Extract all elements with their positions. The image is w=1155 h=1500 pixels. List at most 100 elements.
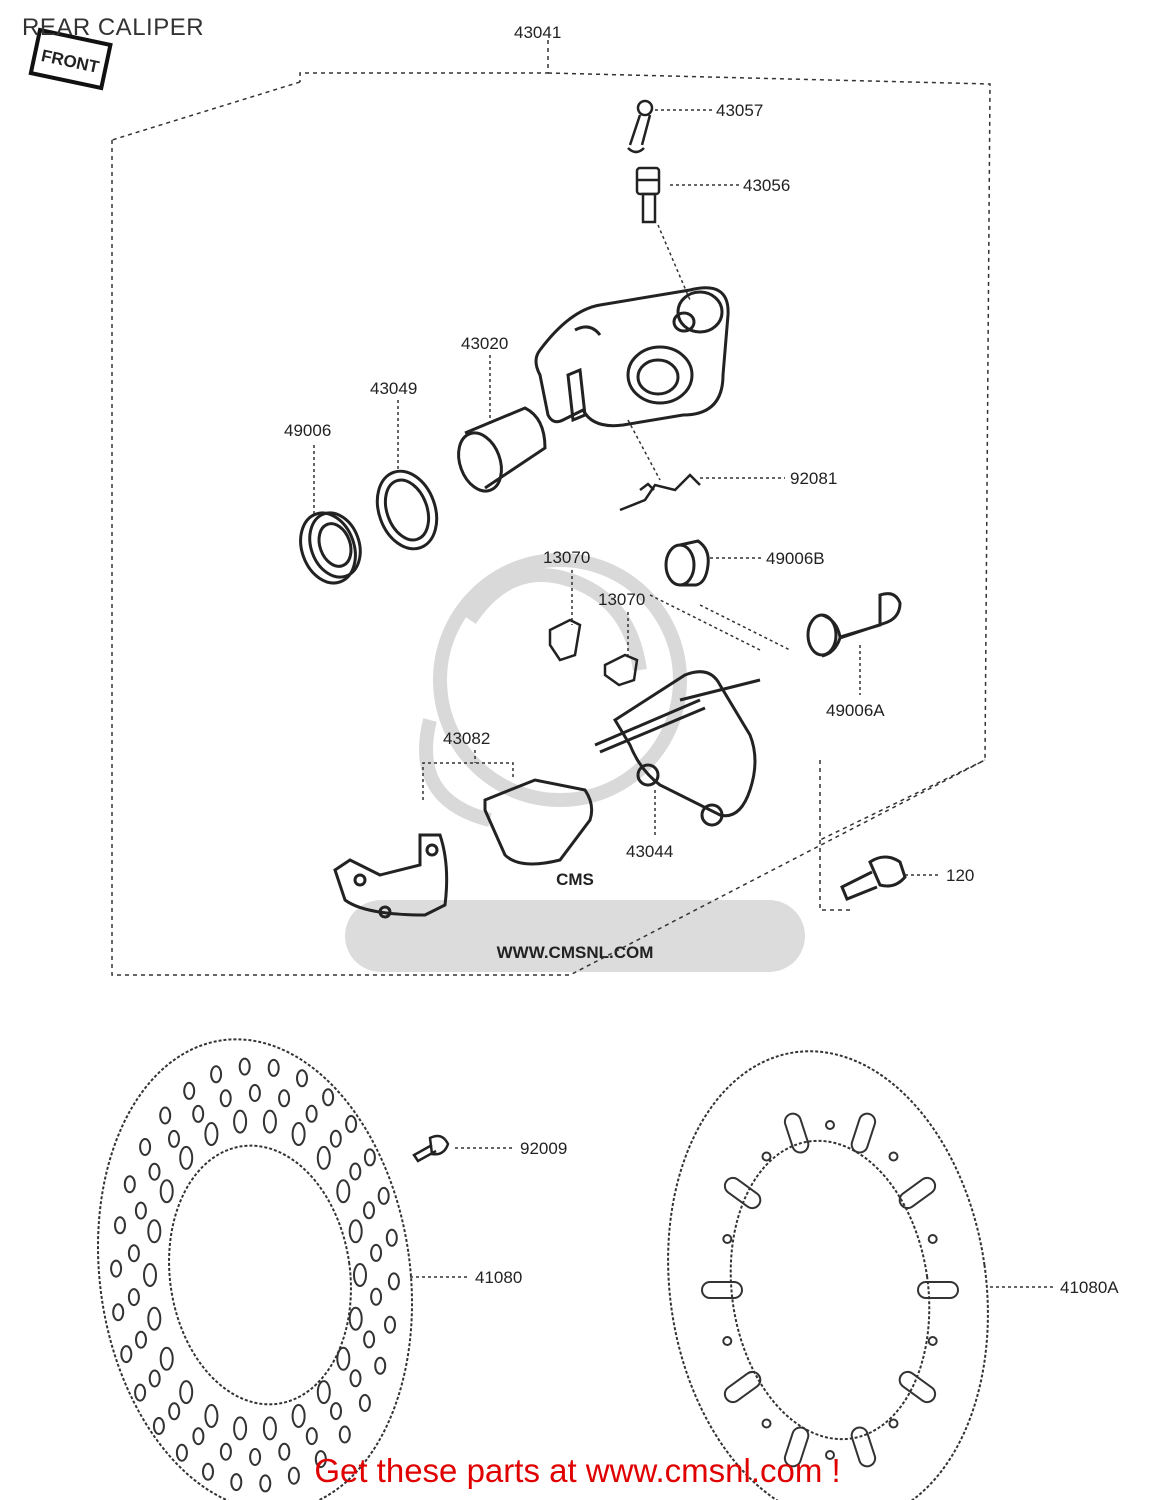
disc-hole [267,1058,280,1077]
piston-seal-drawing [375,469,439,551]
disc-hole [238,1057,251,1076]
disc-hole [230,1473,243,1492]
disc-hole [148,1369,161,1388]
disc-bolt-hole [722,1336,733,1346]
disc-hole [135,1330,147,1349]
disc-hole [120,1345,133,1364]
disc-bolt-hole [761,1151,772,1162]
disc-hole [147,1219,162,1244]
disc-hole [348,1219,363,1244]
part-label-43041[interactable]: 43041 [514,23,561,42]
disc-hole [148,1162,161,1181]
disc-hole [322,1088,335,1107]
part-label-120[interactable]: 120 [946,866,974,885]
disc-hole [287,1466,300,1485]
disc-hole [139,1138,152,1156]
disc-hole [338,1425,351,1444]
disc-hole [127,1288,140,1307]
disc-slot [701,1281,743,1299]
part-label-41080A[interactable]: 41080A [1060,1278,1119,1297]
disc-hole [329,1129,342,1148]
disc-hole [370,1243,383,1262]
watermark-brand: CMS [556,870,594,889]
screw-92009-drawing [412,1134,450,1163]
disc-hole [345,1115,358,1133]
part-label-13070-b[interactable]: 13070 [598,590,645,609]
disc-hole [249,1448,262,1466]
disc-hole [305,1427,318,1446]
holder-bracket-drawing [594,670,761,827]
disc-hole [358,1394,371,1412]
disc-slot [723,1370,762,1404]
disc-hole [349,1369,362,1388]
diagram-title: REAR CALIPER [22,14,205,41]
disc-hole [278,1442,291,1461]
disc-hole [204,1404,219,1428]
clip-drawings [548,618,639,687]
part-label-49006[interactable]: 49006 [284,421,331,440]
disc-41080-holes [110,1057,400,1493]
disc-hole [330,1402,342,1421]
disc-hole [363,1148,376,1167]
part-label-43057[interactable]: 43057 [716,101,763,120]
part-label-43056[interactable]: 43056 [743,176,790,195]
part-label-43082[interactable]: 43082 [443,729,490,748]
disc-hole [262,1109,277,1134]
disc-hole [291,1404,306,1428]
dust-seal-drawing [299,511,362,585]
bleed-cap-drawing [627,99,654,154]
disc-bolt-hole [825,1120,835,1130]
disc-slot [898,1370,937,1404]
cms-watermark: CMS WWW.CMSNL.COM [345,553,805,972]
disc-hole [110,1259,123,1278]
disc-hole [179,1145,194,1170]
bolt-120-drawing [840,855,907,901]
disc-hole [316,1380,331,1405]
disc-hole [363,1330,376,1349]
disc-hole [314,1450,327,1469]
leader-lines [313,109,1055,1288]
part-label-43044[interactable]: 43044 [626,842,673,861]
disc-hole [349,1162,362,1181]
disc-hole [112,1303,125,1322]
disc-hole [179,1380,194,1405]
part-label-43020[interactable]: 43020 [461,334,508,353]
disc-hole [143,1263,157,1287]
footer-promo-link[interactable]: Get these parts at www.cmsnl.com ! [314,1452,841,1489]
assembly-outline [111,40,991,976]
disc-41080-drawing [97,1038,413,1500]
boot-b-drawing [664,539,710,587]
disc-hole [159,1106,172,1125]
disc-hole [175,1443,188,1462]
disc-hole [336,1346,351,1371]
part-label-13070-a[interactable]: 13070 [543,548,590,567]
disc-bolt-hole [825,1450,835,1460]
piston-drawing [457,406,547,493]
disc-hole [168,1129,180,1148]
disc-41080A-drawing [667,1050,989,1500]
disc-hole [262,1416,277,1441]
disc-hole [134,1201,147,1220]
disc-hole [147,1306,162,1331]
disc-slot [783,1426,810,1468]
disc-slot [917,1281,959,1299]
disc-hole [114,1216,126,1235]
disc-hole [248,1084,261,1102]
part-label-92081[interactable]: 92081 [790,469,837,488]
disc-hole [202,1462,214,1481]
front-stamp-text: FRONT [40,46,102,77]
disc-hole [278,1089,291,1108]
disc-hole [219,1442,232,1461]
disc-bolt-hole [888,1418,899,1429]
part-label-49006A[interactable]: 49006A [826,701,885,720]
spring-drawing [619,473,701,512]
part-label-92009[interactable]: 92009 [520,1139,567,1158]
disc-hole [316,1145,331,1170]
disc-hole [296,1069,308,1088]
disc-hole [123,1175,136,1194]
disc-hole [127,1244,140,1263]
part-label-43049[interactable]: 43049 [370,379,417,398]
part-label-49006B[interactable]: 49006B [766,549,825,568]
bleed-valve-drawing [635,166,661,224]
part-label-41080[interactable]: 41080 [475,1268,522,1287]
